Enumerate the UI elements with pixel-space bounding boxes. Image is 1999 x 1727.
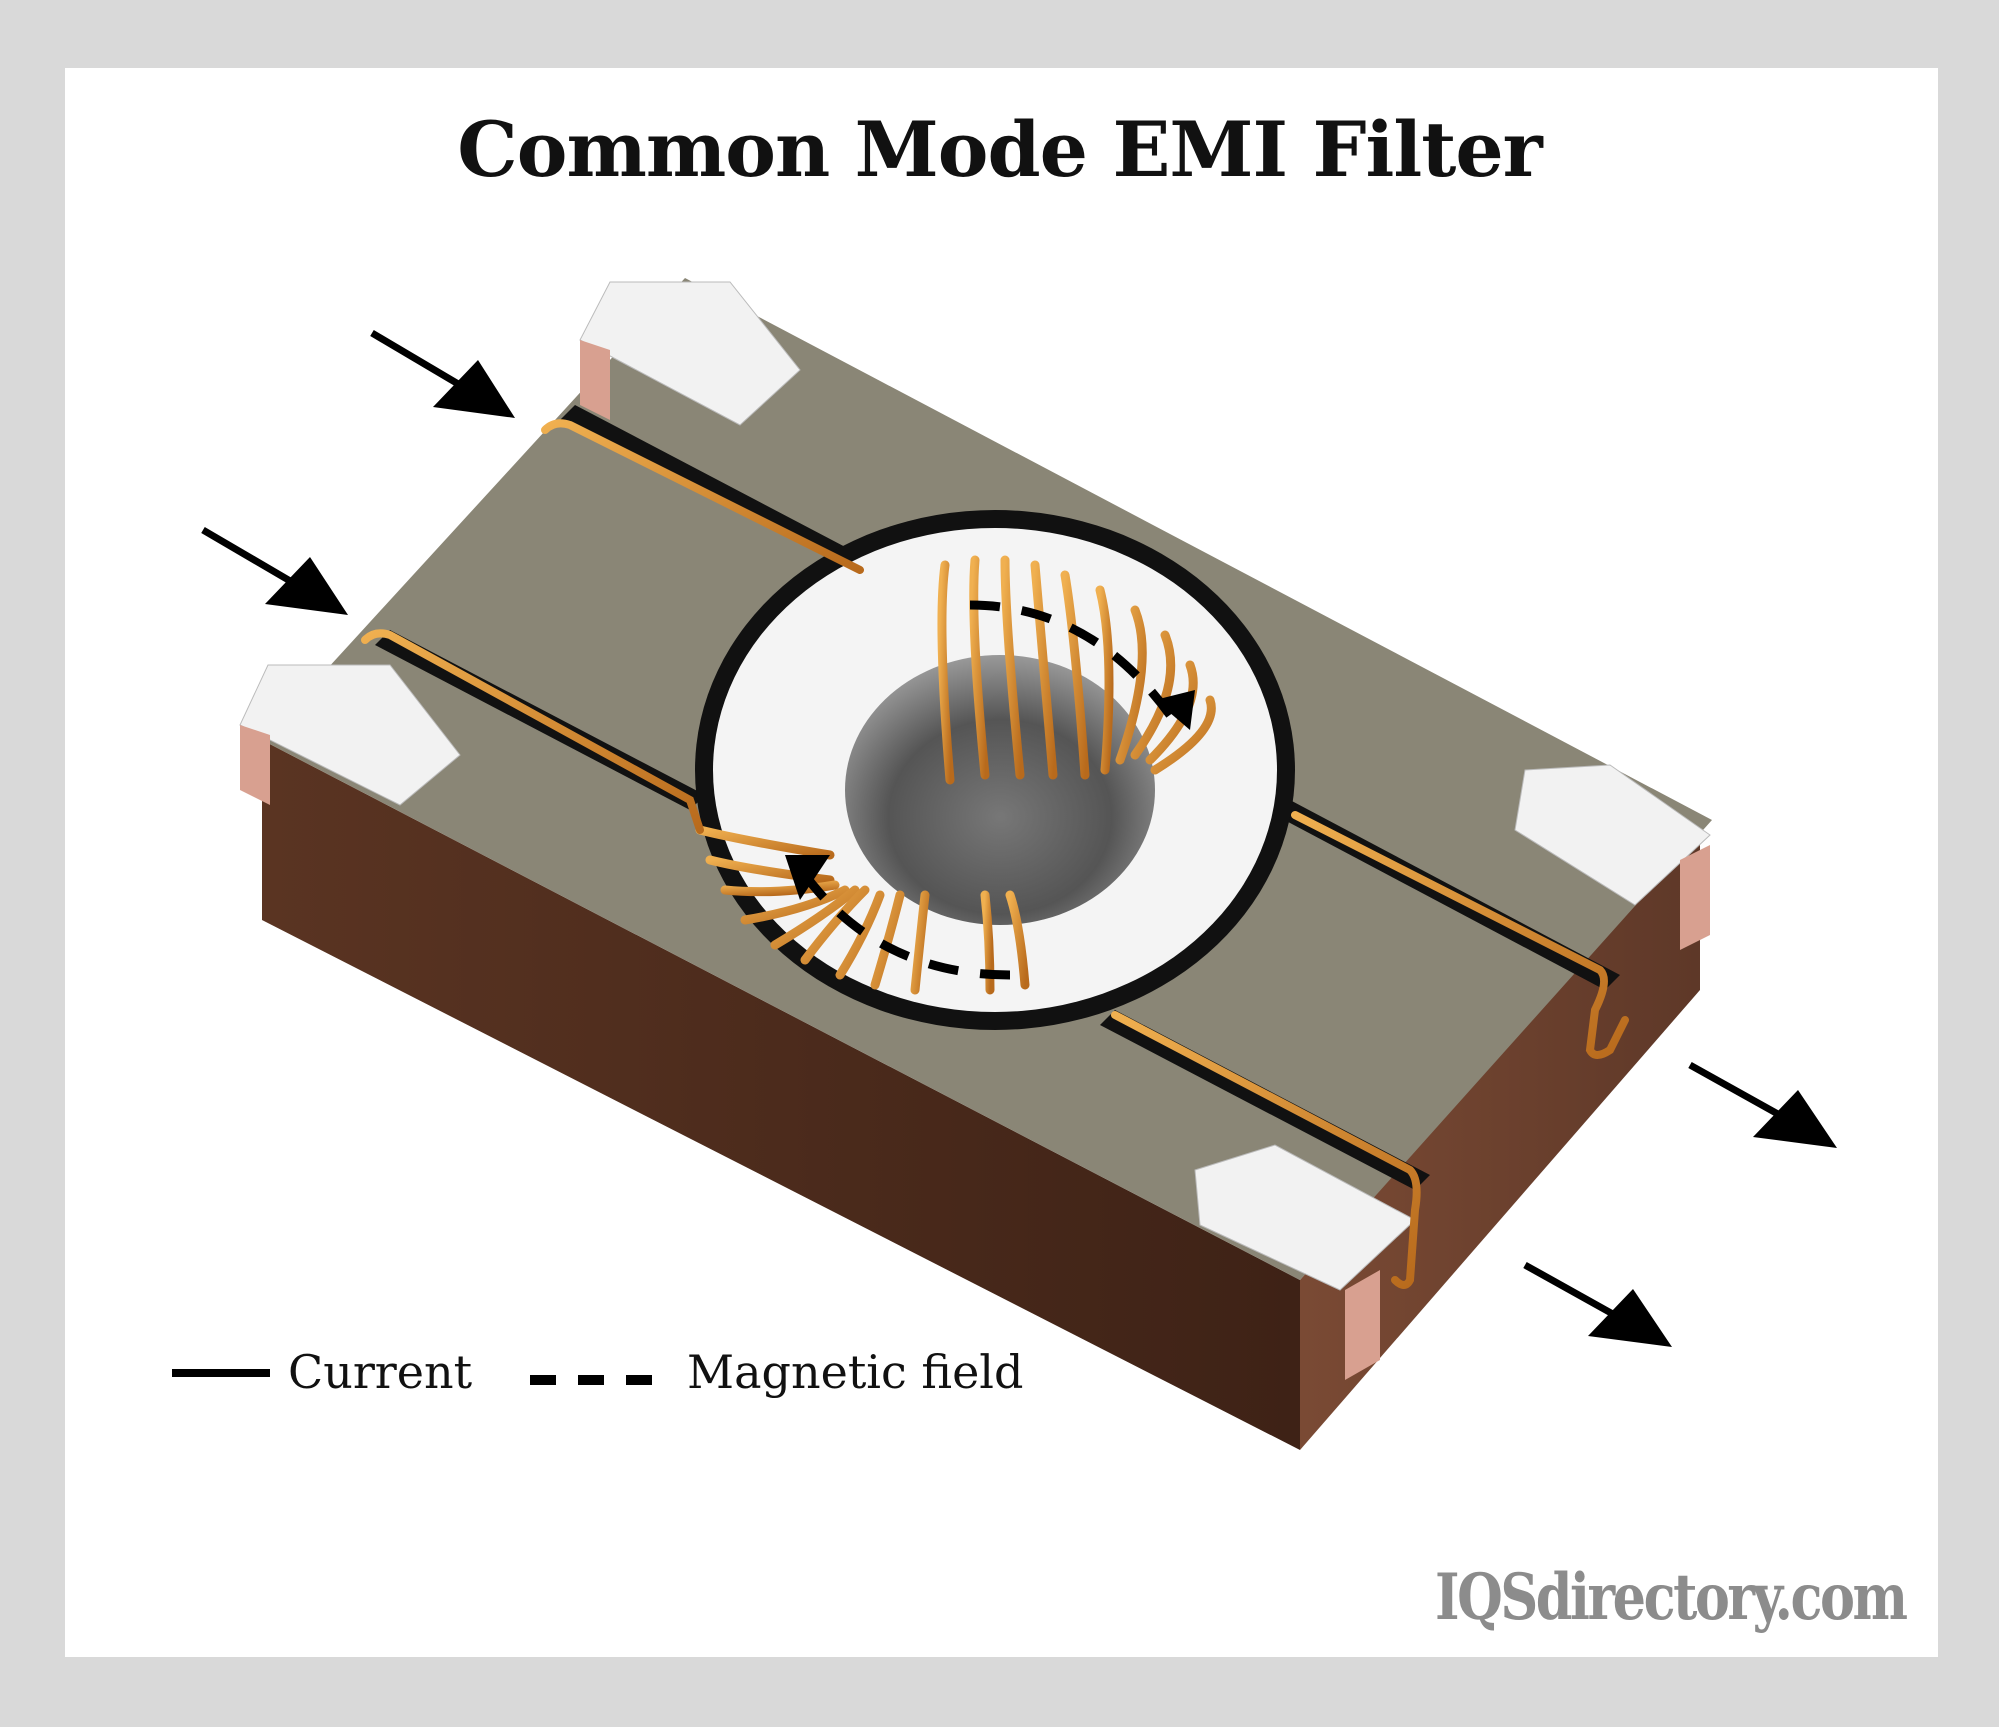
body-side-front xyxy=(262,740,1300,1450)
terminal-pad xyxy=(1194,1144,1416,1380)
output-arrow-icon xyxy=(1523,1261,1672,1347)
input-arrow-icon xyxy=(370,329,515,418)
watermark-logo: IQSdirectory.com xyxy=(1435,1560,1908,1635)
diagram-title: Common Mode EMI Filter xyxy=(457,105,1542,194)
magnetic-field-dashed-lower xyxy=(801,872,1011,980)
lead-wires xyxy=(361,419,1629,1289)
input-arrow-icon xyxy=(201,526,348,615)
legend-current-label: Current xyxy=(288,1345,473,1399)
magnetic-field-arrowhead-lower xyxy=(785,855,830,900)
groove-bottom xyxy=(1100,1010,1430,1190)
legend-magnetic-label: Magnetic field xyxy=(687,1345,1024,1399)
magnetic-field-arrowhead-upper xyxy=(1155,690,1195,730)
terminal-pad xyxy=(239,664,461,806)
terminal-pad xyxy=(1514,764,1711,950)
winding-upper xyxy=(937,555,1216,785)
magnetic-field-dashed-upper xyxy=(969,600,1174,718)
terminal-pad xyxy=(579,281,801,426)
output-arrow-icon xyxy=(1688,1061,1837,1148)
